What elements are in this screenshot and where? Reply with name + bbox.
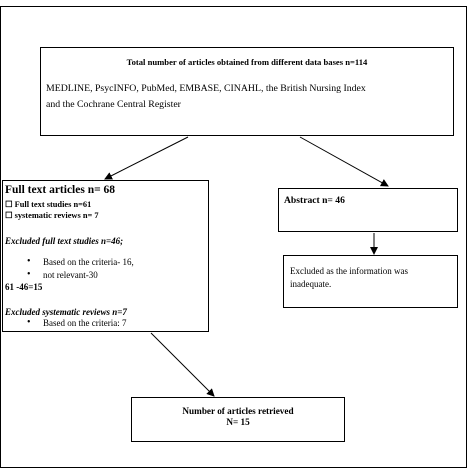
- excluded-studies-bullet-2: • not relevant-30: [27, 269, 98, 280]
- arrow-fulltext-to-retrieved: [150, 332, 215, 397]
- articles-retrieved-label: Number of articles retrieved: [182, 406, 294, 416]
- articles-retrieved-count: N= 15: [226, 417, 250, 427]
- excluded-studies-label: Excluded full text studies n=46;: [5, 236, 124, 246]
- bullet-icon: •: [27, 269, 31, 280]
- abstract-box: Abstract n= 46: [278, 188, 458, 232]
- arrow-total-to-abstract: [299, 136, 389, 187]
- excluded-reviews-bullet-1: • Based on the criteria: 7: [27, 317, 127, 328]
- excluded-inadequate-line-2: inadequate.: [290, 278, 332, 289]
- excluded-reviews-label: Excluded systematic reviews n=7: [5, 307, 127, 317]
- bullet-icon: •: [27, 256, 31, 267]
- articles-retrieved-box: Number of articles retrieved N= 15: [131, 397, 345, 442]
- total-articles-box: Total number of articles obtained from d…: [40, 47, 454, 136]
- excluded-inadequate-line-1: Excluded as the information was: [290, 266, 408, 276]
- fulltext-calculation: 61 -46=15: [5, 282, 43, 292]
- databases-line-1: MEDLINE, PsycINFO, PubMed, EMBASE, CINAH…: [46, 83, 366, 94]
- fulltext-articles-box: Full text articles n= 68 ☐ Full text stu…: [2, 180, 209, 332]
- diagram-frame: [0, 6, 467, 468]
- excluded-inadequate-box: Excluded as the information was inadequa…: [283, 255, 458, 308]
- systematic-reviews-count: ☐ systematic reviews n= 7: [5, 211, 99, 220]
- fulltext-studies-count: ☐ Full text studies n=61: [5, 200, 92, 209]
- excluded-inadequate-text: Excluded as the information was inadequa…: [290, 265, 453, 290]
- databases-list: MEDLINE, PsycINFO, PubMed, EMBASE, CINAH…: [46, 81, 447, 113]
- abstract-label: Abstract n= 46: [284, 195, 345, 206]
- bullet-icon: •: [27, 317, 31, 328]
- excluded-studies-bullet-1: • Based on the criteria- 16,: [27, 256, 134, 267]
- fulltext-heading: Full text articles n= 68: [5, 184, 116, 196]
- databases-line-2: and the Cochrane Central Register: [46, 99, 181, 110]
- total-articles-title: Total number of articles obtained from d…: [126, 57, 368, 67]
- arrow-total-to-fulltext: [104, 136, 189, 180]
